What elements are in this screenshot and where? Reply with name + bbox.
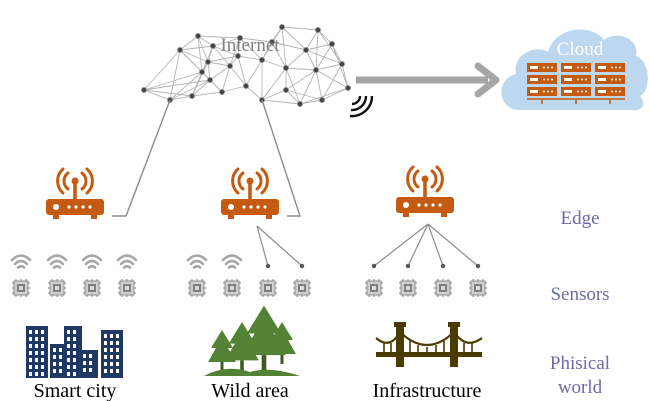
router-icon	[394, 165, 456, 219]
chip-icon	[258, 278, 278, 298]
chip-icon	[398, 278, 418, 298]
cloud-label: Cloud	[557, 39, 604, 60]
chip-icon	[187, 278, 207, 298]
wild-area-label: Wild area	[211, 380, 289, 401]
physical-world-label-line2: world	[558, 377, 603, 398]
chip-icon	[433, 278, 453, 298]
router-icon	[219, 167, 281, 221]
chip-icon	[468, 278, 488, 298]
physical-world-label-line1: Phisical	[550, 353, 610, 374]
internet-label: Internet	[220, 35, 280, 56]
uplink-arrow	[356, 62, 500, 98]
chip-icon	[11, 278, 31, 298]
bridge-icon	[375, 322, 483, 367]
city-skyline-icon	[26, 326, 123, 378]
chip-icon	[47, 278, 67, 298]
wifi-icon	[46, 254, 68, 269]
server-rack-icon	[527, 63, 625, 104]
chip-icon	[82, 278, 102, 298]
sensors-tier-label: Sensors	[550, 284, 609, 305]
wifi-icon	[186, 254, 208, 269]
wifi-icon	[221, 254, 243, 269]
edge-tier-label: Edge	[560, 208, 599, 229]
router-icon	[44, 167, 106, 221]
wifi-icon	[116, 254, 138, 269]
chip-icon	[364, 278, 384, 298]
chip-icon	[222, 278, 242, 298]
smart-city-label: Smart city	[34, 380, 117, 401]
edge-connectors	[112, 99, 301, 217]
internet-network-mesh	[140, 23, 351, 108]
infrastructure-label: Infrastructure	[373, 380, 482, 401]
wifi-icon	[10, 254, 32, 269]
chip-icon	[117, 278, 137, 298]
router-sensor-links	[256, 223, 479, 267]
wireless-signal-icon	[349, 95, 374, 118]
chip-icon	[292, 278, 312, 298]
trees-icon	[204, 305, 300, 376]
wifi-icon	[81, 254, 103, 269]
